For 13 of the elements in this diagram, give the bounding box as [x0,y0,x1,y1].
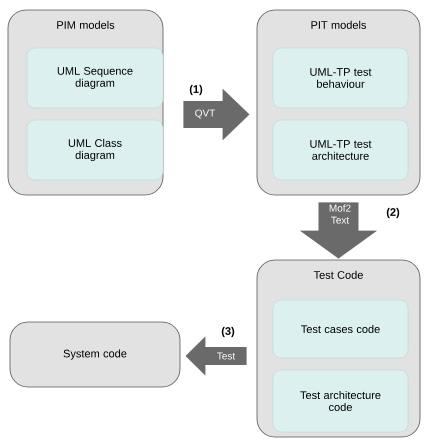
item-box: UML Sequence diagram [26,48,164,108]
item-box: Test cases code [272,300,408,358]
edge-label: Mof2 Text [330,204,351,224]
item-box: UML Class diagram [26,120,164,180]
step-number: (1) [190,84,202,96]
item-box: UML-TP test architecture [272,120,408,180]
edge-label: QVT [195,110,216,118]
item-box: UML-TP test behaviour [272,48,408,108]
item-box: Test architecture code [272,370,408,432]
process-box: System code [10,322,180,388]
step-number: (2) [386,208,400,218]
step-number: (3) [222,326,234,338]
edge-label: Test [217,352,236,360]
